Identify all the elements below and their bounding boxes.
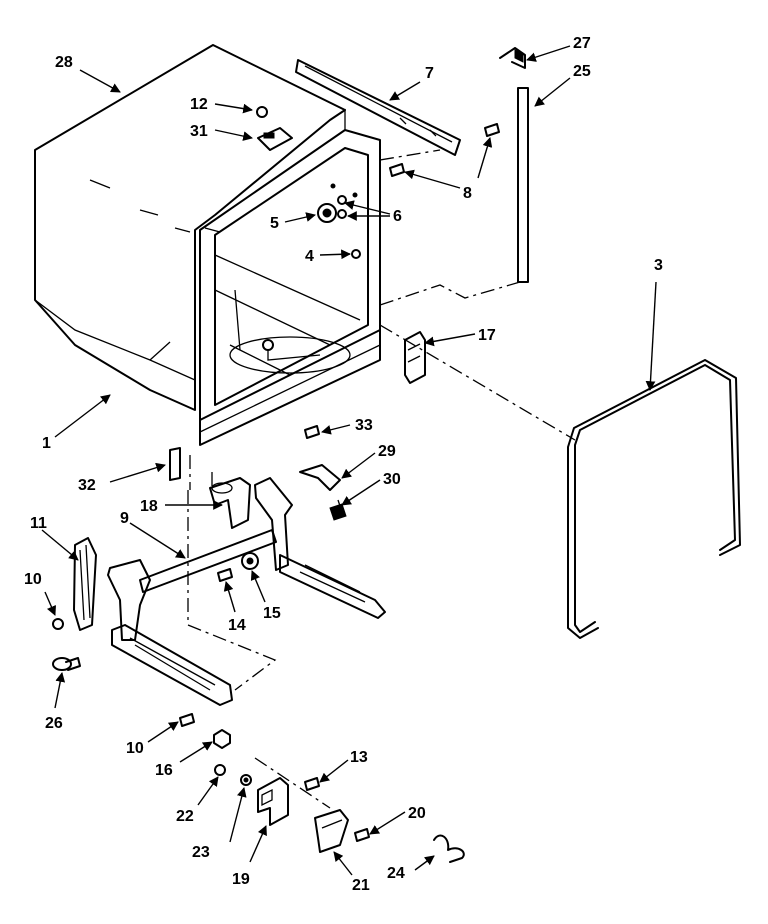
assembly-leader-lines (187, 149, 576, 809)
callout-arrows (41, 45, 657, 876)
screw-part-22 (214, 764, 226, 776)
bracket-part-21 (314, 809, 349, 853)
clip-part-24 (433, 834, 465, 863)
label-16: 16 (155, 762, 173, 779)
label-28: 28 (55, 54, 73, 71)
part-33-screw (304, 425, 320, 439)
part-8-screw (389, 123, 500, 177)
label-18: 18 (140, 498, 158, 515)
label-10-upper: 10 (24, 571, 42, 588)
label-17: 17 (478, 327, 496, 344)
label-12: 12 (190, 96, 208, 113)
part-5-6-valve (317, 183, 358, 223)
label-8: 8 (463, 185, 472, 202)
label-19: 19 (232, 871, 250, 888)
screw-part-10-upper (52, 618, 64, 630)
nut-part-16 (213, 729, 231, 749)
washer-part-15 (241, 552, 259, 570)
label-4: 4 (305, 248, 314, 265)
part-12-screw (256, 106, 268, 118)
screw-part-10-lower (179, 713, 195, 727)
label-14: 14 (228, 617, 246, 634)
tub-frame-assembly (199, 108, 381, 446)
callout-labels: 28 7 27 25 12 31 8 6 5 4 17 3 1 33 32 29… (24, 35, 663, 894)
label-29: 29 (378, 443, 396, 460)
door-seal-part-3 (567, 359, 741, 639)
part-17-latch (404, 331, 426, 384)
label-7: 7 (425, 65, 434, 82)
tub-body-part-28 (34, 44, 346, 411)
label-32: 32 (78, 477, 96, 494)
leveling-leg-part-11 (73, 537, 97, 631)
label-27: 27 (573, 35, 591, 52)
part-31-clip (257, 127, 293, 151)
label-20: 20 (408, 805, 426, 822)
label-25: 25 (573, 63, 591, 80)
screw-part-20 (354, 828, 370, 842)
part-18-hinge-bracket (209, 477, 251, 529)
label-5: 5 (270, 215, 279, 232)
top-rail-part-7 (295, 59, 461, 156)
side-strip-part-25 (499, 47, 529, 283)
foot-part-26 (52, 657, 81, 671)
label-26: 26 (45, 715, 63, 732)
part-30-foot (329, 499, 347, 521)
washer-part-23 (240, 774, 252, 786)
label-21: 21 (352, 877, 370, 894)
label-1: 1 (42, 435, 51, 452)
label-33: 33 (355, 417, 373, 434)
label-10-lower: 10 (126, 740, 144, 757)
label-24: 24 (387, 865, 405, 882)
label-22: 22 (176, 808, 194, 825)
label-31: 31 (190, 123, 208, 140)
label-13: 13 (350, 749, 368, 766)
part-29-bracket (299, 464, 341, 491)
label-9: 9 (120, 510, 129, 527)
label-3: 3 (654, 257, 663, 274)
part-4-nut (351, 249, 361, 259)
part-32-pad (169, 447, 181, 481)
screw-part-13 (304, 777, 320, 791)
bracket-part-19 (257, 777, 289, 826)
label-23: 23 (192, 844, 210, 861)
base-frame-part-9 (107, 477, 386, 706)
screw-part-14 (217, 568, 233, 582)
label-11: 11 (30, 515, 47, 532)
label-6: 6 (393, 208, 402, 225)
label-30: 30 (383, 471, 401, 488)
label-15: 15 (263, 605, 281, 622)
